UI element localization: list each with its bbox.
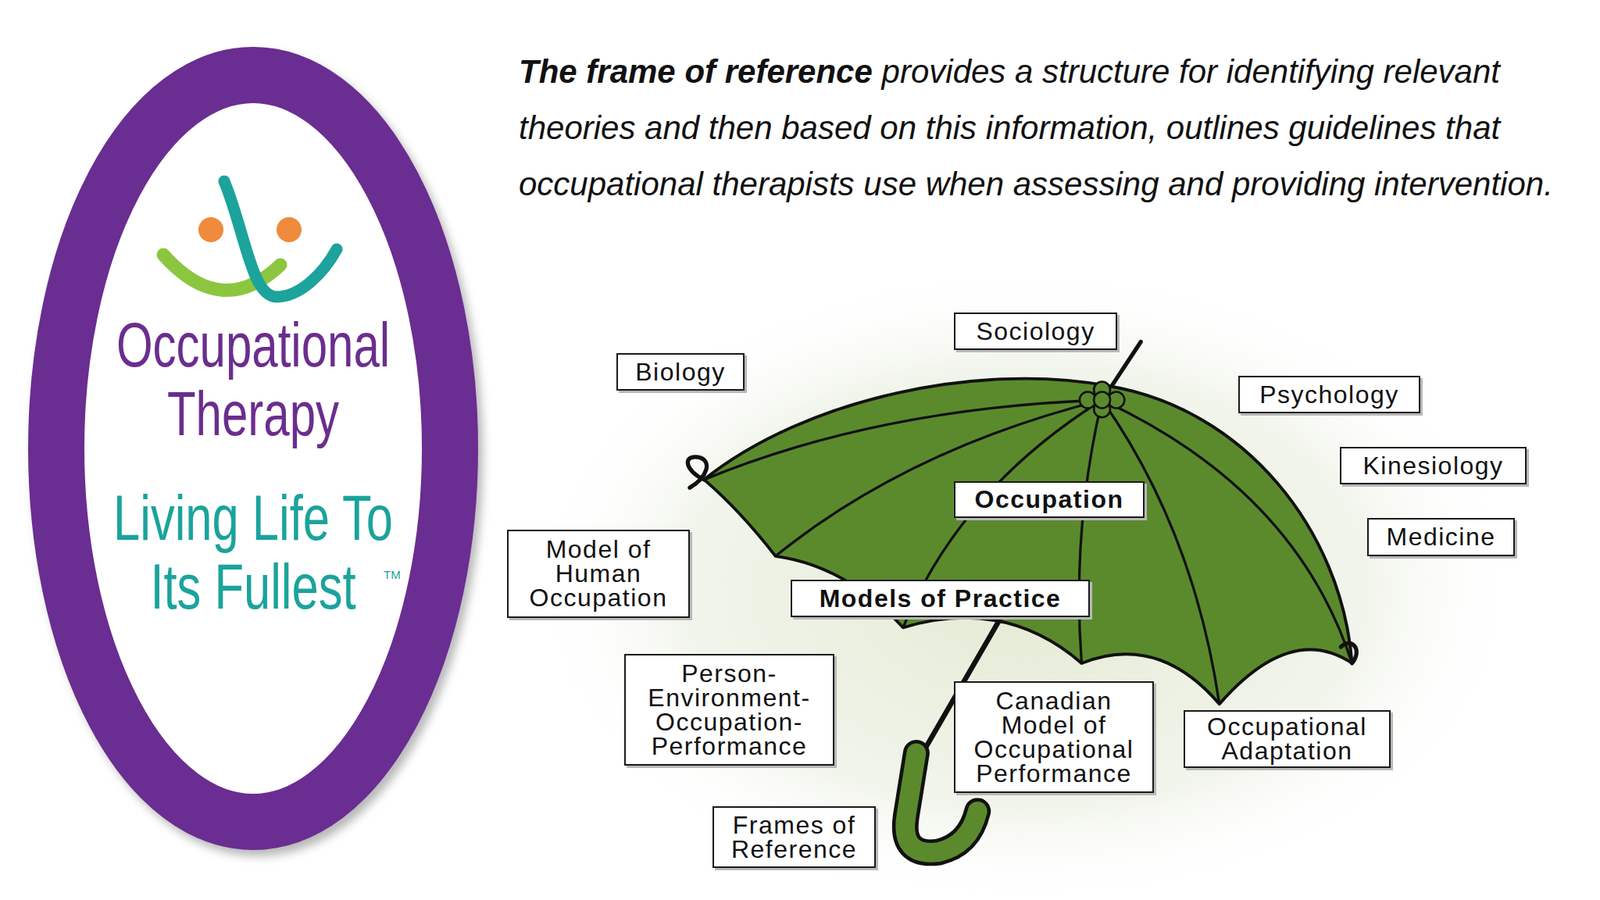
box-label: Occupation [974, 487, 1124, 512]
box-label: Person- Environment- Occupation- Perform… [632, 661, 827, 759]
text-box: Kinesiology [1339, 446, 1527, 485]
logo-ellipse: Occupational TherapyLiving Life To Its F… [26, 45, 480, 852]
text-box: Canadian Model of Occupational Performan… [953, 681, 1154, 793]
logo-dot [198, 217, 224, 243]
logo-swoosh [224, 181, 337, 297]
text-box: Model of Human Occupation [507, 529, 690, 618]
text-box: Person- Environment- Occupation- Perform… [624, 653, 835, 766]
umbrella-rib [1078, 400, 1102, 664]
box-label: Sociology [975, 319, 1095, 344]
umbrella-rib [775, 400, 1103, 557]
text-box: Occupational Adaptation [1183, 710, 1391, 768]
trademark-mark: TM [383, 567, 401, 582]
box-label: Biology [635, 360, 725, 385]
box-label: Canadian Model of Occupational Performan… [961, 689, 1147, 786]
text-box: Occupation [953, 481, 1145, 518]
logo-graphic [26, 45, 480, 852]
box-label: Medicine [1385, 525, 1496, 550]
logo-ring [56, 75, 450, 822]
knob-center [1093, 392, 1111, 409]
umbrella-rib [1102, 400, 1220, 704]
logo-dot [276, 217, 302, 243]
text-box: Biology [616, 353, 745, 391]
box-label: Psychology [1259, 382, 1400, 408]
canopy-curl [1340, 642, 1357, 664]
text-box: Frames of Reference [712, 806, 876, 868]
text-box: Sociology [953, 312, 1118, 350]
umbrella-rib [1102, 400, 1353, 664]
logo-text: Occupational Therapy [107, 310, 400, 449]
logo-text: Living Life To Its Fullest [113, 483, 394, 622]
box-label: Model of Human Occupation [514, 537, 683, 611]
box-label: Frames of Reference [720, 813, 868, 862]
heading-text: The frame of referenceprovides a structu… [518, 43, 1582, 213]
canopy-curl [687, 457, 707, 488]
heading-title: The frame of reference [518, 53, 873, 90]
umbrella-knob [1079, 381, 1125, 418]
box-label: Kinesiology [1362, 453, 1504, 479]
box-label: Models of Practice [819, 586, 1062, 611]
text-box: Psychology [1238, 375, 1421, 414]
umbrella-rib [703, 400, 1102, 480]
text-box: Models of Practice [790, 579, 1090, 618]
text-box: Medicine [1367, 517, 1515, 557]
box-label: Occupational Adaptation [1191, 714, 1383, 764]
